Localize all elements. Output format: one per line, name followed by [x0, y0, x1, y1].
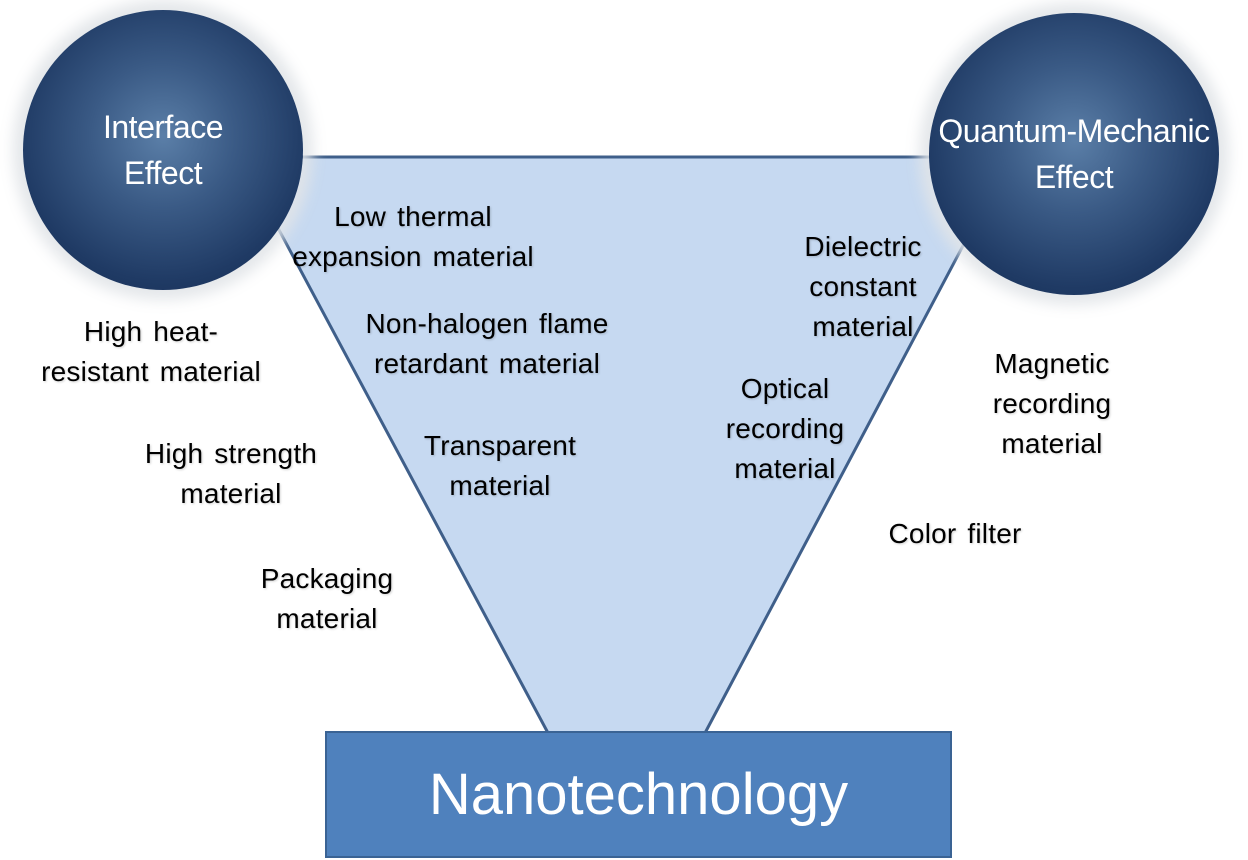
quantum-mechanic-effect-circle: Quantum-Mechanic Effect: [929, 13, 1219, 295]
label-line: recording: [992, 388, 1112, 419]
interface-effect-circle: Interface Effect: [23, 10, 303, 290]
label-line: Packaging: [260, 563, 394, 594]
label-line: material: [1001, 428, 1103, 459]
transparent-material-label: Transparent material: [424, 426, 576, 506]
label-line: material: [812, 311, 914, 342]
label-line: resistant material: [41, 356, 261, 387]
circle-label-line: Quantum-Mechanic: [938, 113, 1210, 149]
label-line: recording: [725, 413, 845, 444]
circle-label-line: Effect: [123, 155, 203, 191]
label-line: Transparent: [423, 430, 577, 461]
packaging-material-label: Packaging material: [261, 559, 394, 639]
label-line: expansion material: [292, 241, 534, 272]
non-halogen-flame-retardant-label: Non-halogen flame retardant material: [366, 304, 609, 384]
low-thermal-expansion-label: Low thermal expansion material: [292, 197, 534, 277]
label-line: material: [734, 453, 836, 484]
label-line: constant: [809, 271, 917, 302]
label-line: Low thermal: [334, 201, 492, 232]
label-line: High strength: [144, 438, 318, 469]
label-line: Non-halogen flame: [365, 308, 609, 339]
circle-label-line: Effect: [1034, 159, 1114, 195]
nanotechnology-box: Nanotechnology: [325, 731, 952, 858]
nanotechnology-label: Nanotechnology: [428, 762, 849, 827]
color-filter-label: Color filter: [889, 514, 1022, 554]
high-strength-label: High strength material: [145, 434, 317, 514]
dielectric-constant-label: Dielectric constant material: [804, 227, 921, 347]
label-line: Dielectric: [804, 231, 922, 262]
label-line: Color filter: [888, 518, 1022, 549]
high-heat-resistant-label: High heat- resistant material: [41, 312, 261, 392]
label-line: material: [180, 478, 282, 509]
label-line: Magnetic: [994, 348, 1110, 379]
label-line: Optical: [740, 373, 830, 404]
label-line: High heat-: [83, 316, 219, 347]
label-line: material: [449, 470, 551, 501]
circle-label-line: Interface: [102, 109, 224, 145]
optical-recording-label: Optical recording material: [726, 369, 845, 489]
magnetic-recording-label: Magnetic recording material: [993, 344, 1112, 464]
label-line: material: [276, 603, 378, 634]
label-line: retardant material: [373, 348, 601, 379]
